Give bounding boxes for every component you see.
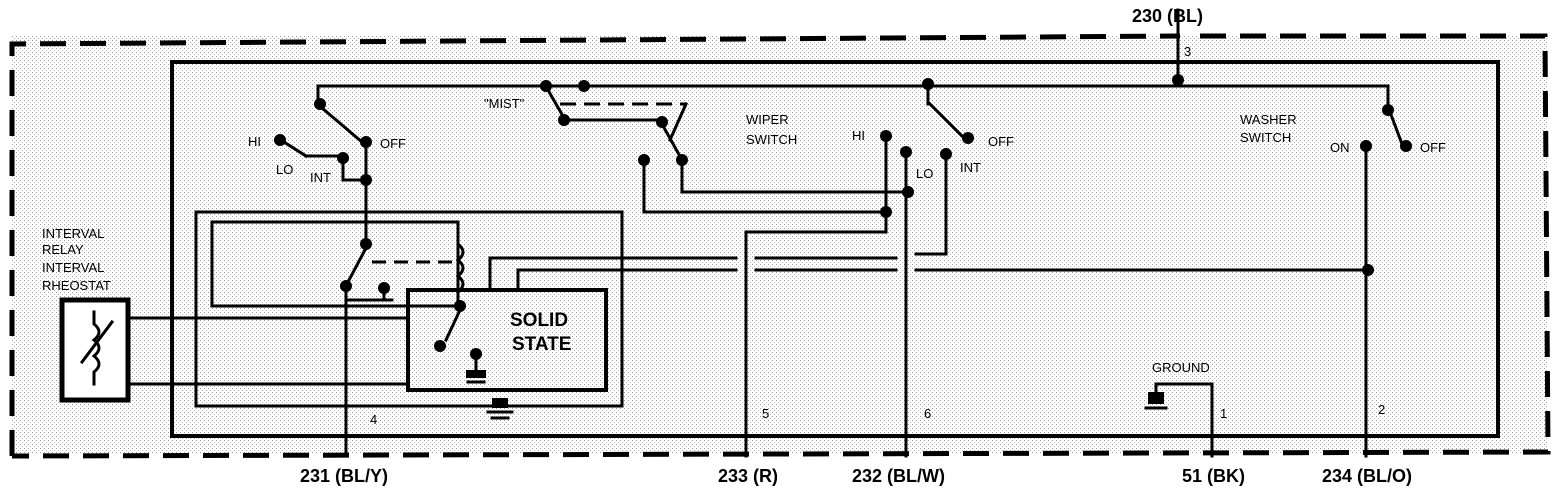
wire-tails bbox=[344, 434, 1368, 458]
wire-230-bus bbox=[316, 8, 1390, 88]
assembly-dashed-outline bbox=[9, 33, 1551, 459]
wire-51-label: 51 (BK) bbox=[1182, 466, 1245, 486]
pin-6-label: 6 bbox=[924, 406, 931, 421]
washer-switch bbox=[1360, 84, 1412, 454]
solid-state-label-1: SOLID bbox=[510, 310, 568, 331]
wiper-hi-label: HI bbox=[852, 128, 865, 143]
left-int-label: INT bbox=[310, 170, 331, 185]
wiper-off-label: OFF bbox=[988, 134, 1014, 149]
left-hi-label: HI bbox=[248, 134, 261, 149]
pin-3-label: 3 bbox=[1184, 44, 1191, 59]
washer-off-label: OFF bbox=[1420, 140, 1446, 155]
pin-2-label: 2 bbox=[1378, 402, 1385, 417]
pin-1-label: 1 bbox=[1220, 406, 1227, 421]
interval-rheostat-label-2: RHEOSTAT bbox=[42, 278, 111, 293]
solid-state-module bbox=[406, 288, 608, 392]
left-wiper-switch bbox=[274, 84, 372, 250]
ground-label: GROUND bbox=[1152, 360, 1210, 375]
left-off-label: OFF bbox=[380, 136, 406, 151]
wire-234-label: 234 (BL/O) bbox=[1322, 466, 1412, 486]
wire-233-label: 233 (R) bbox=[718, 466, 778, 486]
washer-on-label: ON bbox=[1330, 140, 1350, 155]
pin-5-label: 5 bbox=[762, 406, 769, 421]
wiper-lo-label: LO bbox=[916, 166, 933, 181]
wiper-switch-label-1: WIPER bbox=[746, 112, 789, 127]
interval-relay-label-2: RELAY bbox=[42, 242, 84, 257]
right-wiper-switch bbox=[744, 78, 974, 454]
wiper-int-label: INT bbox=[960, 160, 981, 175]
interval-rheostat-label-1: INTERVAL bbox=[42, 260, 104, 275]
wiper-switch-label-2: SWITCH bbox=[746, 132, 797, 147]
washer-switch-label-2: SWITCH bbox=[1240, 130, 1291, 145]
interval-rheostat bbox=[59, 297, 410, 403]
assembly-background bbox=[12, 36, 1547, 454]
left-lo-label: LO bbox=[276, 162, 293, 177]
main-frame-wire bbox=[170, 60, 1500, 438]
washer-switch-label-1: WASHER bbox=[1240, 112, 1297, 127]
center-wiper-switch bbox=[638, 116, 910, 218]
wire-231-label: 231 (BL/Y) bbox=[300, 466, 388, 486]
mist-switch bbox=[540, 80, 688, 142]
wire-232-label: 232 (BL/W) bbox=[852, 466, 945, 486]
mist-label: "MIST" bbox=[484, 96, 525, 111]
relay-ground-icon bbox=[486, 398, 514, 420]
interval-relay-label-1: INTERVAL bbox=[42, 226, 104, 241]
solid-state-label-2: STATE bbox=[512, 334, 571, 355]
wire-230-label: 230 (BL) bbox=[1132, 6, 1203, 26]
crossing-wires bbox=[488, 252, 1368, 292]
pin-4-label: 4 bbox=[370, 412, 377, 427]
interval-relay bbox=[194, 210, 624, 454]
